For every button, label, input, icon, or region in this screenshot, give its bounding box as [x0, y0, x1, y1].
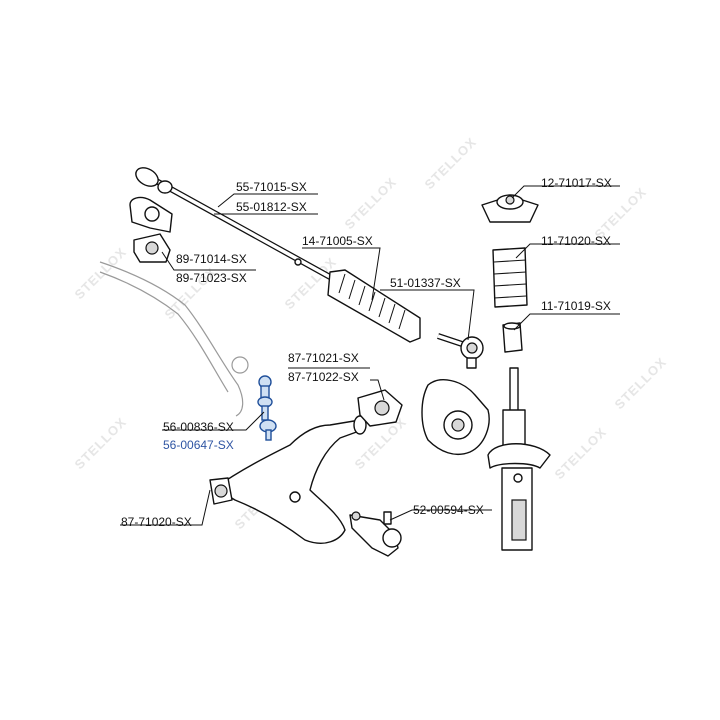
stabilizer-end-ring	[231, 356, 249, 374]
label-51-01337: 51-01337-SX	[390, 276, 461, 290]
shock-absorber	[487, 367, 551, 551]
label-89-71023: 89-71023-SX	[176, 271, 247, 285]
stabilizer-bar	[99, 261, 244, 417]
watermark: STELLOX	[612, 354, 670, 412]
tie-rod-end	[437, 333, 484, 369]
stabilizer-bracket	[129, 196, 173, 233]
stabilizer-bar-edge	[99, 271, 229, 393]
watermark: STELLOX	[72, 414, 130, 472]
watermark: STELLOX	[342, 174, 400, 232]
label-87-71020: 87-71020-SX	[121, 515, 192, 529]
label-87-71021: 87-71021-SX	[288, 351, 359, 365]
part-labels: 55-71015-SX 55-01812-SX 14-71005-SX 51-0…	[121, 176, 612, 529]
label-14-71005: 14-71005-SX	[302, 234, 373, 248]
bump-stop	[502, 322, 523, 353]
stabilizer-link	[257, 375, 277, 441]
label-56-00647: 56-00647-SX	[163, 438, 234, 452]
label-11-71020: 11-71020-SX	[541, 234, 611, 248]
label-89-71014: 89-71014-SX	[176, 252, 247, 266]
watermark: STELLOX	[552, 424, 610, 482]
label-12-71017: 12-71017-SX	[541, 176, 612, 190]
strut-mount	[481, 194, 539, 223]
lower-control-arm	[209, 415, 367, 544]
label-55-01812: 55-01812-SX	[236, 200, 307, 214]
arm-bushing	[357, 389, 403, 427]
ball-joint	[349, 511, 402, 557]
watermark-layer: STELLOX STELLOX STELLOX STELLOX STELLOX …	[72, 134, 670, 532]
steering-boot	[327, 269, 421, 343]
tie-rod-inner	[135, 167, 333, 280]
label-52-00594: 52-00594-SX	[413, 503, 484, 517]
label-87-71022: 87-71022-SX	[288, 370, 359, 384]
watermark: STELLOX	[72, 244, 130, 302]
label-56-00836: 56-00836-SX	[163, 420, 234, 434]
leader-lines	[120, 185, 620, 526]
stabilizer-bushing	[133, 233, 171, 263]
label-11-71019: 11-71019-SX	[541, 299, 611, 313]
strut-boot	[492, 247, 528, 308]
watermark: STELLOX	[422, 134, 480, 192]
label-55-71015: 55-71015-SX	[236, 180, 307, 194]
steering-knuckle	[421, 379, 490, 456]
